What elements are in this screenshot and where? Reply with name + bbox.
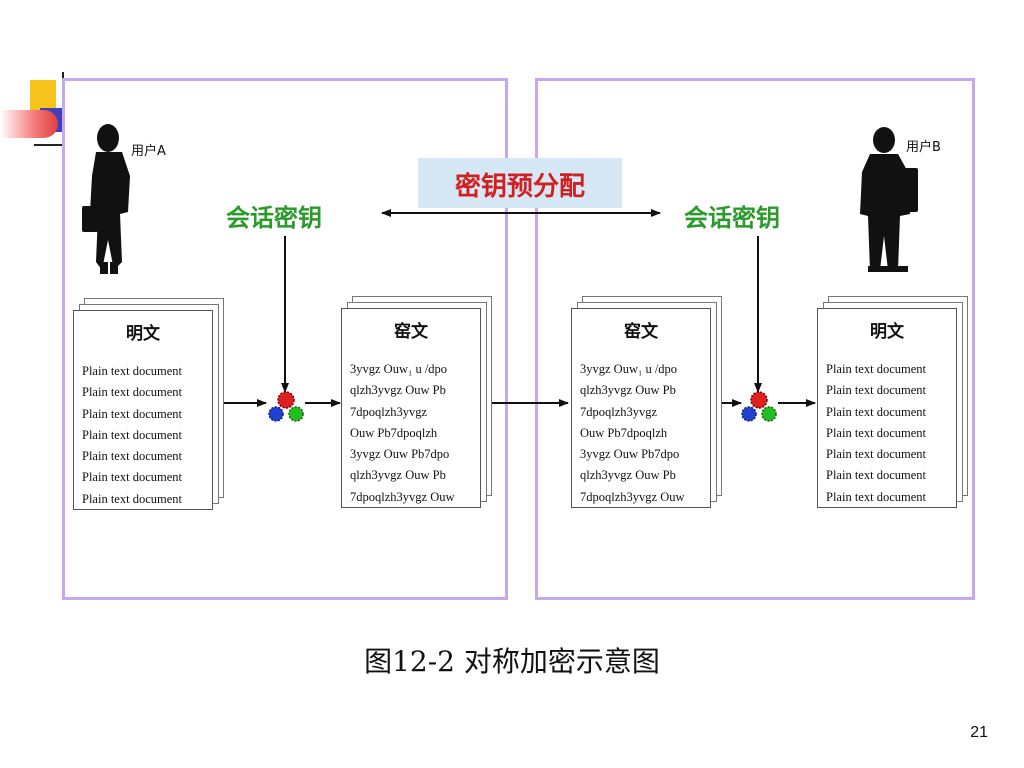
right-gears-icon bbox=[741, 391, 777, 422]
session-key-left-label: 会话密钥 bbox=[226, 203, 322, 232]
user-a-label: 用户A bbox=[131, 144, 166, 159]
ciphertext-line: 7dpoqlzh3yvgz bbox=[350, 404, 428, 419]
ciphertext-line: 3yvgz Ouw Pb7dpo bbox=[350, 447, 450, 462]
plaintext-line: Plain text document bbox=[826, 362, 926, 376]
plaintext-title-left: 明文 bbox=[126, 324, 160, 344]
ciphertext-line: Ouw Pb7dpoqlzh bbox=[350, 425, 438, 440]
ciphertext-line: 3yvgz Ouw₁ u /dpo bbox=[580, 362, 678, 376]
ciphertext-line: 3yvgz Ouw₁ u /dpo bbox=[350, 362, 448, 376]
plaintext-line: Plain text document bbox=[82, 491, 182, 506]
plaintext-line: Plain text document bbox=[82, 427, 182, 442]
ciphertext-line: 7dpoqlzh3yvgz bbox=[580, 404, 658, 419]
plaintext-line: Plain text document bbox=[826, 383, 926, 398]
ciphertext-line: qlzh3yvgz Ouw Pb bbox=[580, 468, 676, 483]
plaintext-line: Plain text document bbox=[826, 404, 926, 419]
plaintext-document-right: 明文 Plain text document Plain text docume… bbox=[817, 308, 957, 508]
ciphertext-line: 7dpoqlzh3yvgz Ouw bbox=[350, 489, 455, 504]
key-predistribution-label: 密钥预分配 bbox=[454, 172, 585, 202]
user-b-person-icon bbox=[860, 127, 918, 272]
plaintext-title-right: 明文 bbox=[870, 322, 904, 342]
plaintext-line: Plain text document bbox=[826, 489, 926, 504]
plaintext-line: Plain text document bbox=[826, 468, 926, 483]
ciphertext-lines-right: 3yvgz Ouw₁ u /dpo qlzh3yvgz Ouw Pb 7dpoq… bbox=[580, 359, 710, 508]
plaintext-line: Plain text document bbox=[826, 425, 926, 440]
plaintext-document-left: 明文 Plain text document Plain text docume… bbox=[73, 310, 213, 510]
corner-decoration bbox=[0, 72, 70, 168]
ciphertext-line: Ouw Pb7dpoqlzh bbox=[580, 425, 668, 440]
page-number: 21 bbox=[970, 724, 988, 741]
ciphertext-line: qlzh3yvgz Ouw Pb bbox=[350, 468, 446, 483]
plaintext-line: Plain text document bbox=[82, 470, 182, 485]
plaintext-lines-left: Plain text document Plain text document … bbox=[82, 361, 212, 510]
ciphertext-title-right: 窑文 bbox=[624, 322, 658, 342]
figure-caption: 图12-2 对称加密示意图 bbox=[364, 645, 660, 678]
plaintext-line: Plain text document bbox=[82, 406, 182, 421]
plaintext-line: Plain text document bbox=[82, 449, 182, 464]
ciphertext-title-left: 窑文 bbox=[394, 322, 428, 342]
ciphertext-line: qlzh3yvgz Ouw Pb bbox=[580, 383, 676, 398]
plaintext-line: Plain text document bbox=[826, 447, 926, 462]
session-key-right-label: 会话密钥 bbox=[684, 203, 780, 232]
ciphertext-line: qlzh3yvgz Ouw Pb bbox=[350, 383, 446, 398]
ciphertext-line: 7dpoqlzh3yvgz Ouw bbox=[580, 489, 685, 504]
plaintext-lines-right: Plain text document Plain text document … bbox=[826, 359, 956, 508]
ciphertext-lines-left: 3yvgz Ouw₁ u /dpo qlzh3yvgz Ouw Pb 7dpoq… bbox=[350, 359, 480, 508]
ciphertext-line: 3yvgz Ouw Pb7dpo bbox=[580, 447, 680, 462]
user-a-person-icon bbox=[82, 124, 130, 274]
left-gears-icon bbox=[268, 391, 304, 422]
key-predistribution-box: 密钥预分配 bbox=[418, 158, 622, 208]
plaintext-line: Plain text document bbox=[82, 364, 182, 378]
ciphertext-document-left: 窑文 3yvgz Ouw₁ u /dpo qlzh3yvgz Ouw Pb 7d… bbox=[341, 308, 481, 508]
user-b-label: 用户B bbox=[906, 140, 941, 155]
ciphertext-document-right: 窑文 3yvgz Ouw₁ u /dpo qlzh3yvgz Ouw Pb 7d… bbox=[571, 308, 711, 508]
plaintext-line: Plain text document bbox=[82, 385, 182, 400]
